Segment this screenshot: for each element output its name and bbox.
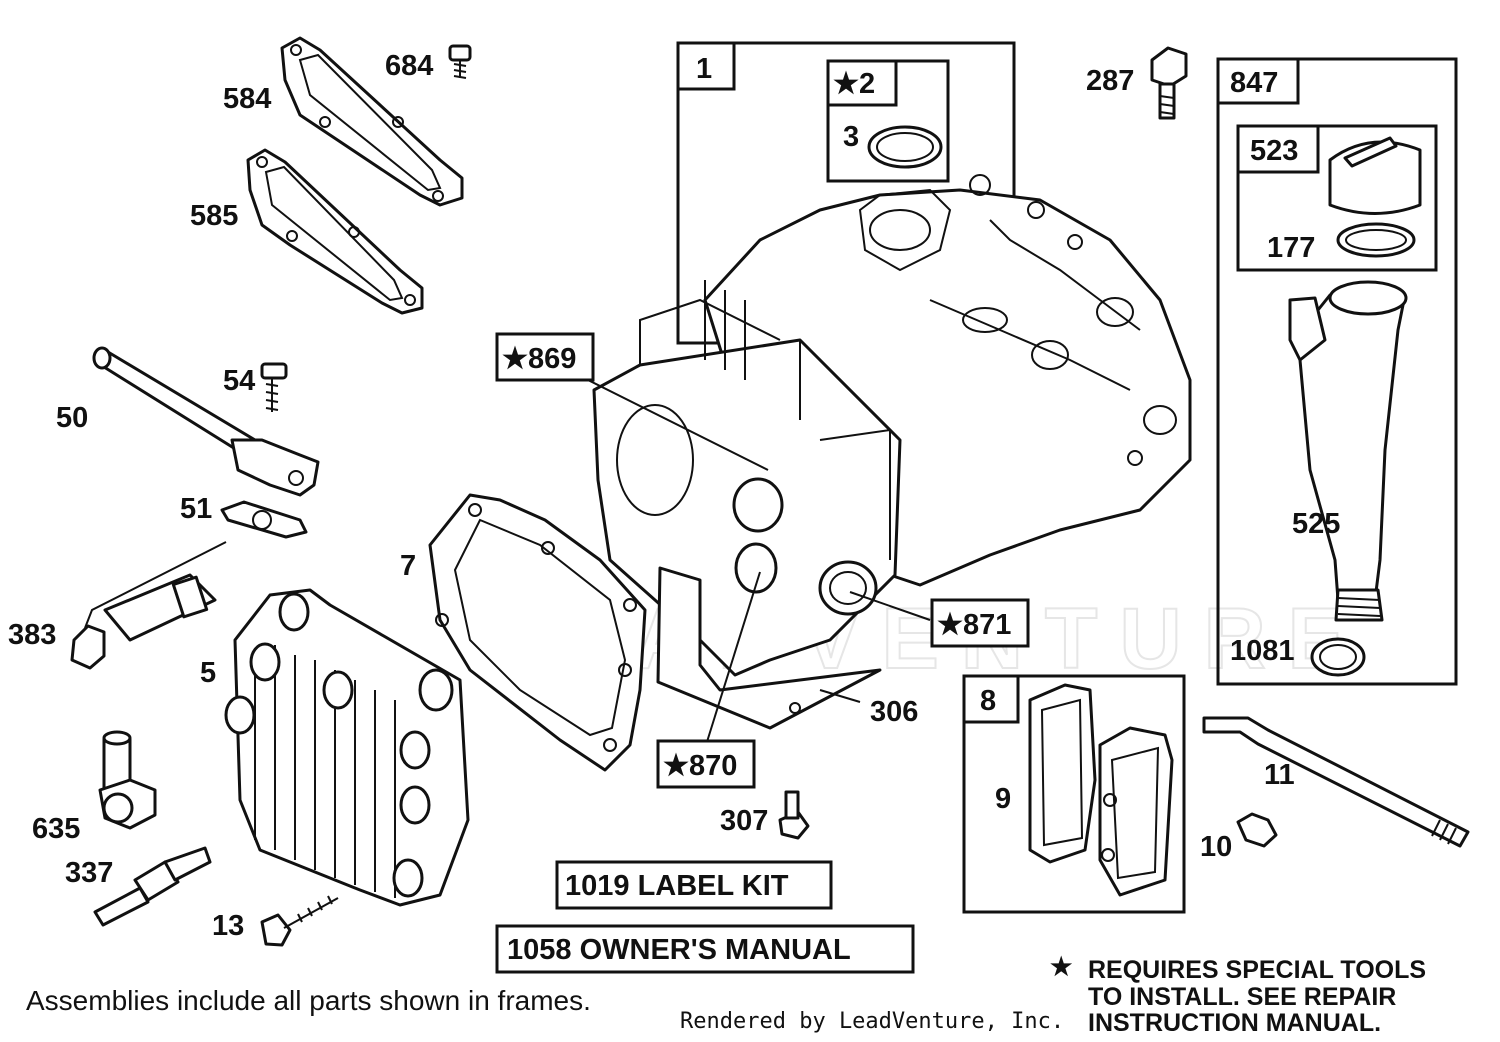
callout-9: 9: [995, 783, 1011, 815]
callout-7: 7: [400, 550, 416, 582]
owners-manual-text: 1058 OWNER'S MANUAL: [507, 934, 851, 966]
bolt-54[interactable]: [260, 362, 288, 412]
svg-text:REQUIRES SPECIAL TOOLS: REQUIRES SPECIAL TOOLS: [1088, 956, 1426, 984]
frame-1-label-box: 1: [676, 41, 736, 91]
head-gasket-7[interactable]: [428, 493, 647, 772]
elbow-fitting-635[interactable]: [98, 730, 157, 830]
svg-text:INSTRUCTION MANUAL.: INSTRUCTION MANUAL.: [1088, 1009, 1381, 1037]
ignition-armature-383[interactable]: [70, 541, 227, 670]
frame-523: [1236, 124, 1438, 272]
frame-2-label-box: ★2: [826, 59, 898, 107]
callout-50: 50: [56, 402, 88, 434]
svg-text:★871: ★871: [937, 609, 1011, 641]
gasket-51[interactable]: [220, 500, 308, 539]
callout-13: 13: [212, 910, 244, 942]
callout-5: 5: [200, 657, 216, 689]
breather-gasket-9[interactable]: [1028, 683, 1097, 864]
callout-307: 307: [720, 805, 768, 837]
callout-337: 337: [65, 857, 113, 889]
frame-847-label: 847: [1230, 67, 1278, 99]
fitting-10[interactable]: [1236, 812, 1278, 848]
callout-383: 383: [8, 619, 56, 651]
bolt-287[interactable]: [1150, 46, 1188, 120]
bolt-13[interactable]: [260, 895, 339, 947]
frame-8: [962, 674, 1186, 914]
svg-text:★870: ★870: [663, 750, 737, 782]
svg-text:★869: ★869: [502, 343, 576, 375]
breather-tube-50[interactable]: [92, 346, 320, 497]
seal-3[interactable]: [867, 125, 943, 169]
callout-10: 10: [1200, 831, 1232, 863]
rendered-by-credit: Rendered by LeadVenture, Inc.: [680, 1009, 1064, 1034]
special-tools-note: ★ REQUIRES SPECIAL TOOLS TO INSTALL. SEE…: [1050, 953, 1426, 1037]
assemblies-note: Assemblies include all parts shown in fr…: [26, 985, 591, 1016]
frame-2-label: ★2: [833, 68, 875, 100]
cylinder-head-5[interactable]: [224, 588, 470, 907]
gasket-585[interactable]: [246, 148, 424, 315]
callout-1081: 1081: [1230, 635, 1295, 667]
star-icon: ★: [1050, 953, 1073, 981]
callout-635: 635: [32, 813, 80, 845]
breather-assembly[interactable]: [1098, 726, 1174, 897]
callout-525: 525: [1292, 508, 1340, 540]
callout-3: 3: [843, 121, 859, 153]
tag-870: ★870: [656, 739, 756, 789]
frame-523-label: 523: [1250, 135, 1298, 167]
dipstick-tube-525[interactable]: [1288, 280, 1408, 622]
frame-8-label: 8: [980, 685, 996, 717]
frame-1-label: 1: [696, 53, 712, 85]
callout-51: 51: [180, 493, 212, 525]
svg-text:TO INSTALL. SEE REPAIR: TO INSTALL. SEE REPAIR: [1088, 983, 1396, 1011]
callout-11: 11: [1264, 759, 1295, 791]
callout-584: 584: [223, 83, 271, 115]
cylinder-block[interactable]: [592, 174, 1192, 730]
o-ring-1081[interactable]: [1310, 637, 1366, 677]
dipstick-cap-523[interactable]: [1328, 136, 1422, 215]
o-ring-177[interactable]: [1336, 222, 1416, 258]
callout-306: 306: [870, 696, 918, 728]
callout-684: 684: [385, 50, 433, 82]
callout-177: 177: [1267, 232, 1315, 264]
bolt-307[interactable]: [778, 790, 810, 840]
callout-54: 54: [223, 365, 255, 397]
callout-585: 585: [190, 200, 238, 232]
leader-lines: [587, 379, 931, 746]
owners-manual-box: 1058 OWNER'S MANUAL: [495, 924, 915, 974]
frame-847-label-box: 847: [1216, 57, 1300, 105]
tag-869: ★869: [495, 332, 595, 382]
frame-8-label-box: 8: [962, 674, 1020, 724]
label-kit-text: 1019 LABEL KIT: [565, 870, 789, 902]
bolt-684[interactable]: [448, 44, 472, 79]
callout-287: 287: [1086, 65, 1134, 97]
spark-plug-337[interactable]: [93, 846, 212, 927]
tag-871: ★871: [930, 598, 1030, 648]
frame-847: [1216, 57, 1458, 686]
label-kit-box: 1019 LABEL KIT: [555, 860, 833, 910]
frame-523-label-box: 523: [1236, 124, 1320, 174]
gasket-584[interactable]: [280, 36, 464, 207]
breather-tube-11[interactable]: [1202, 716, 1470, 848]
